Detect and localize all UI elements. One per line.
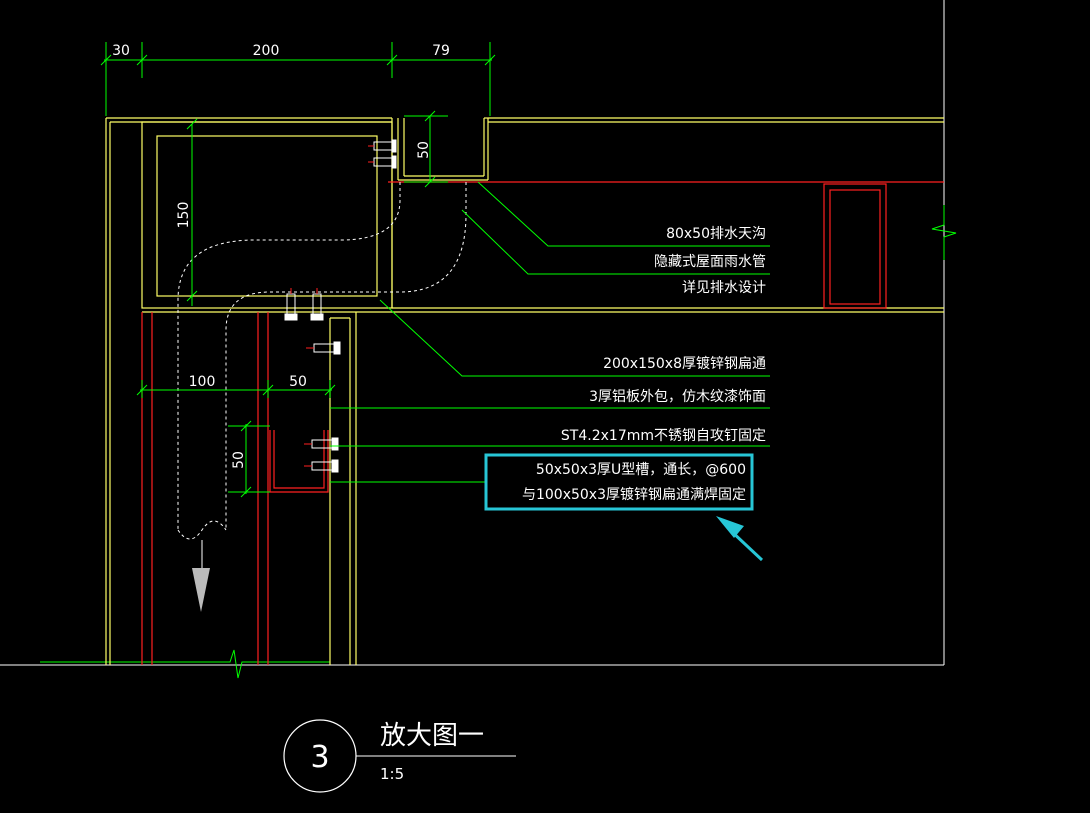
screws xyxy=(284,139,397,473)
note-cladding: 3厚铝板外包，仿木纹漆饰面 xyxy=(589,389,766,405)
flow-arrow-icon xyxy=(192,568,210,612)
dim-200: 200 xyxy=(253,43,280,59)
break-symbol-bottom xyxy=(40,649,330,679)
detail-number: 3 xyxy=(310,740,329,775)
note-gutter-2: 隐藏式屋面雨水管 xyxy=(654,254,766,270)
detail-scale: 1:5 xyxy=(380,765,404,783)
drain-pipe xyxy=(177,182,467,540)
note-gutter-1: 80x50排水天沟 xyxy=(666,226,766,242)
dim-50-top: 50 xyxy=(416,141,432,159)
top-dimension-chain xyxy=(100,42,496,116)
note-screw: ST4.2x17mm不锈钢自攻钉固定 xyxy=(561,428,766,444)
dim-100: 100 xyxy=(189,374,216,390)
inner-dimensions xyxy=(136,110,448,498)
note-gutter-3: 详见排水设计 xyxy=(682,280,766,296)
highlight-arrow-icon xyxy=(716,516,764,562)
dim-50-mid: 50 xyxy=(289,374,307,390)
leader-lines xyxy=(330,181,770,483)
structure xyxy=(105,117,944,665)
break-symbol-right xyxy=(931,205,957,260)
screw-icon xyxy=(310,288,324,321)
note-tube: 200x150x8厚镀锌钢扁通 xyxy=(603,355,766,372)
frame xyxy=(0,0,945,666)
screw-icon xyxy=(304,459,339,473)
dim-79: 79 xyxy=(432,43,450,59)
detail-title: 放大图一 xyxy=(380,721,484,751)
red-members xyxy=(141,181,944,665)
screw-icon xyxy=(368,155,397,169)
screw-icon xyxy=(304,437,339,451)
screw-icon xyxy=(368,139,397,153)
dim-150: 150 xyxy=(176,202,192,229)
note-channel-1: 50x50x3厚U型槽，通长，@600 xyxy=(536,462,746,478)
note-channel-2: 与100x50x3厚镀锌钢扁通满焊固定 xyxy=(522,486,746,503)
highlight-box xyxy=(484,453,754,511)
screw-icon xyxy=(306,341,341,355)
dim-50-side: 50 xyxy=(231,451,247,469)
dim-30: 30 xyxy=(112,43,130,59)
screw-icon xyxy=(284,288,298,321)
